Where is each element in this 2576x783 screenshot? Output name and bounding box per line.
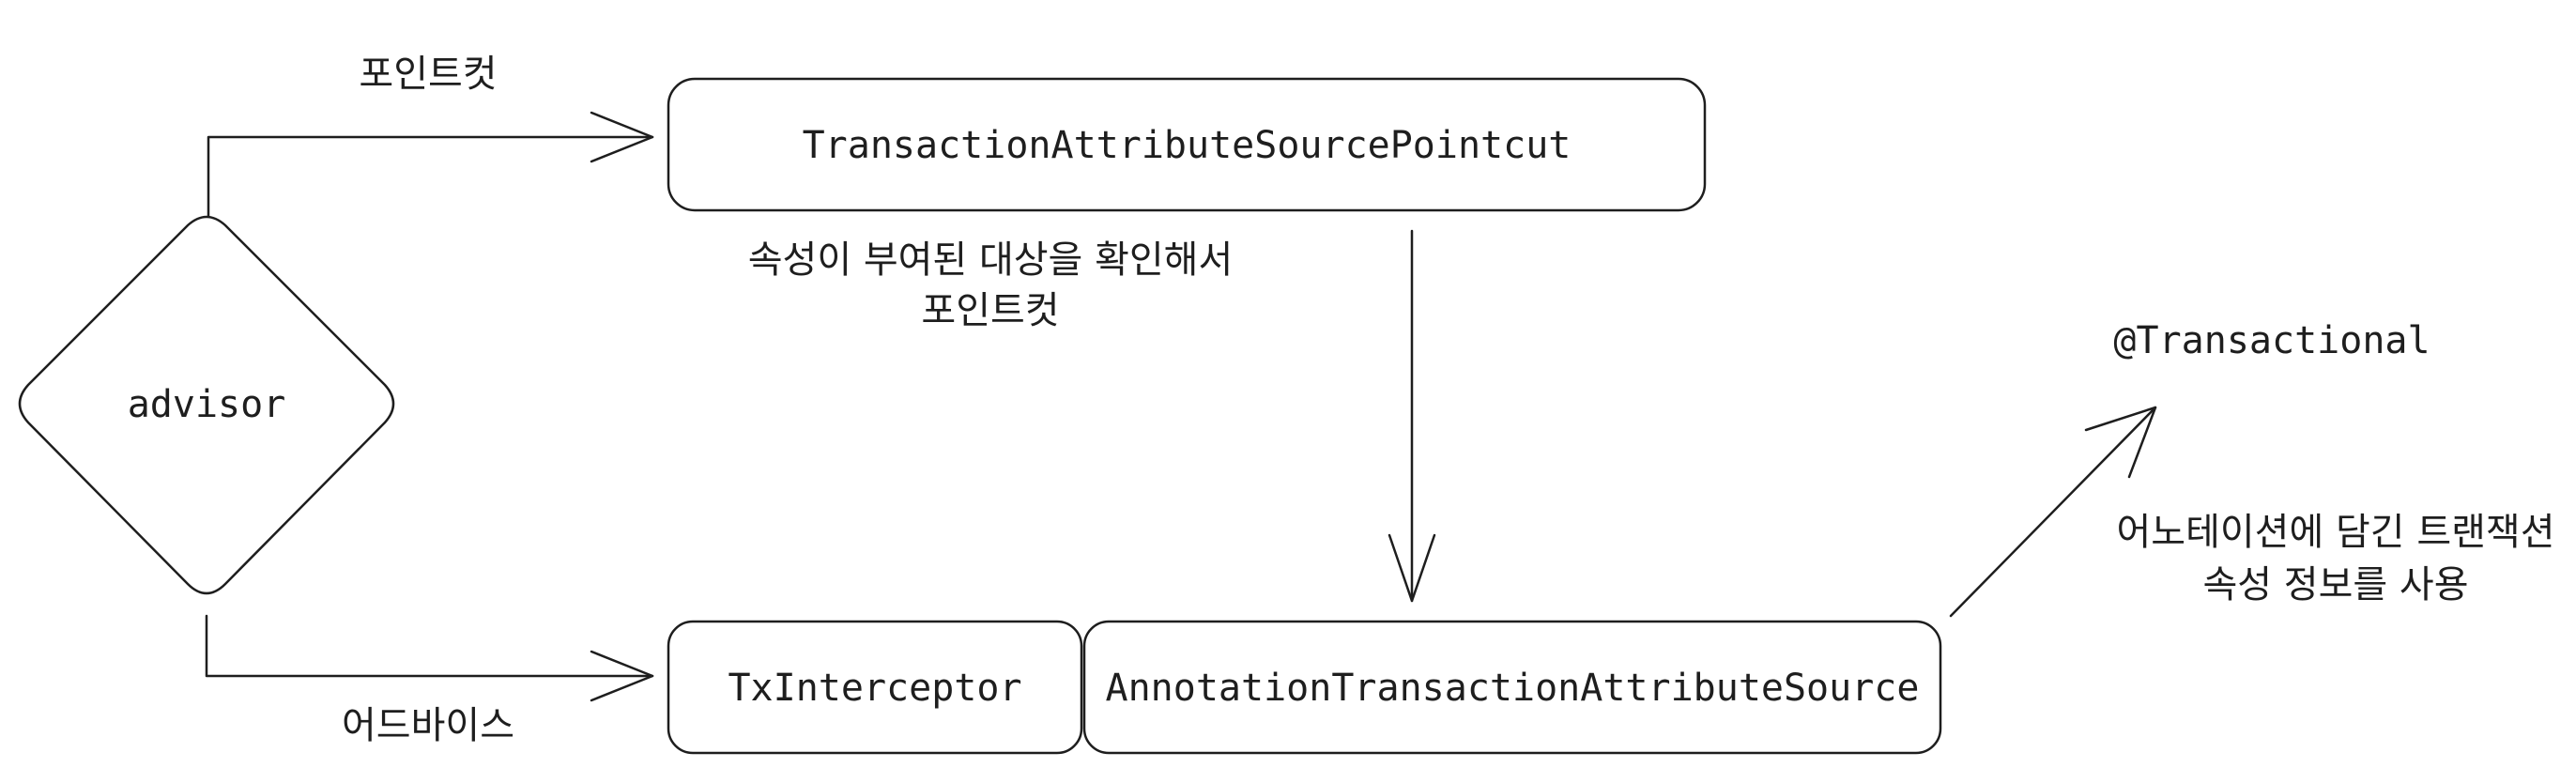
- pointcut-description-line1: 속성이 부여된 대상을 확인해서: [748, 238, 1234, 282]
- edge-annotation-source-to-transactional: [1949, 406, 2157, 618]
- pointcut-description-line2: 포인트컷: [921, 289, 1059, 332]
- annotation-description-line1: 어노테이션에 담긴 트랜잭션: [2116, 511, 2554, 554]
- advisor-node[interactable]: advisor: [18, 215, 395, 595]
- pointcut-node[interactable]: TransactionAttributeSourcePointcut: [667, 77, 1707, 212]
- transactional-label: @Transactional: [2113, 319, 2430, 362]
- edge-advisor-to-interceptor: [205, 614, 654, 702]
- advice-edge-label: 어드바이스: [342, 704, 514, 747]
- edge-advisor-to-pointcut: [207, 111, 654, 218]
- interceptor-node[interactable]: TxInterceptor: [667, 620, 1083, 755]
- edge-pointcut-to-annotation-source: [1388, 229, 1436, 603]
- annotation-description-line2: 속성 정보를 사용: [2202, 563, 2468, 606]
- pointcut-label: TransactionAttributeSourcePointcut: [803, 124, 1572, 167]
- advisor-label: advisor: [128, 383, 286, 426]
- annotation-source-label: AnnotationTransactionAttributeSource: [1106, 667, 1920, 710]
- annotation-source-node[interactable]: AnnotationTransactionAttributeSource: [1082, 620, 1942, 755]
- interceptor-label: TxInterceptor: [728, 667, 1021, 710]
- pointcut-edge-label: 포인트컷: [359, 53, 497, 96]
